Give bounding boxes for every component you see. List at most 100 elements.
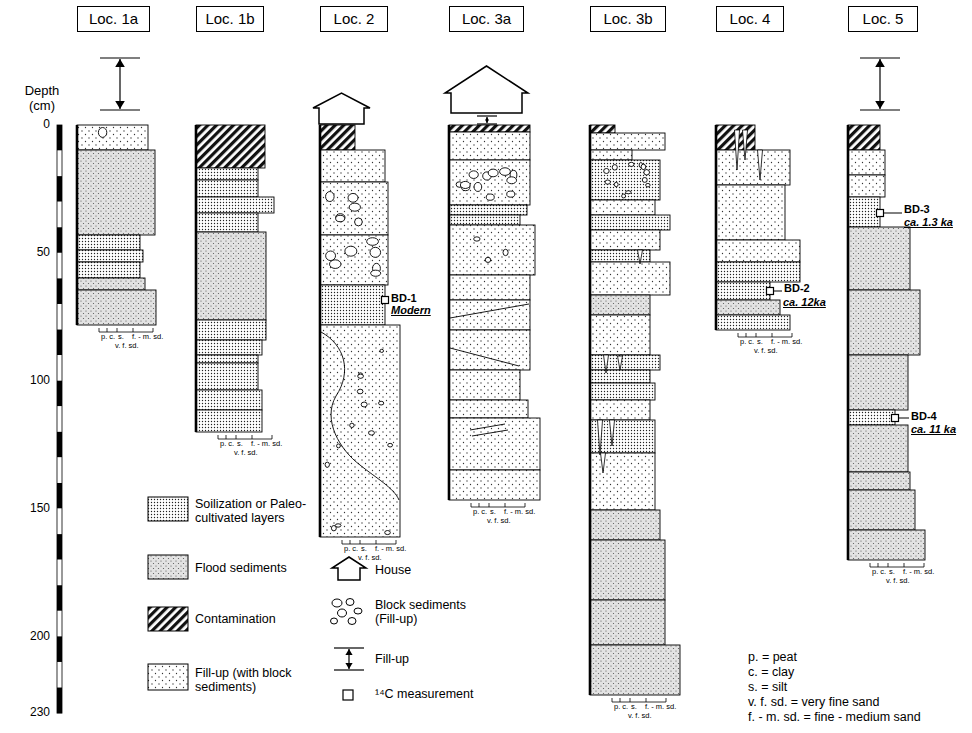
- location-name: Loc. 4: [724, 10, 776, 28]
- block-clast: [367, 238, 379, 246]
- block-clast: [336, 214, 345, 221]
- grain-scale-label: p. c.: [614, 703, 628, 712]
- legend-text: Soilization or Paleo-cultivated layers: [195, 497, 317, 526]
- legend-text: Contamination: [195, 612, 317, 626]
- block-layer: [320, 182, 388, 235]
- block-clast: [500, 168, 511, 176]
- axis-title: Depth (cm): [18, 84, 66, 114]
- column-edge: [589, 125, 592, 695]
- block-clast: [474, 237, 480, 241]
- location-name: Loc. 5: [856, 10, 910, 28]
- location-box: Loc. 3b: [590, 6, 666, 32]
- block-clast: [98, 128, 106, 138]
- block-clast: [326, 192, 335, 202]
- contamination-layer: [320, 125, 355, 150]
- fill-up-symbol: [100, 58, 140, 110]
- flood-layer: [77, 150, 155, 235]
- house-symbol: [445, 66, 528, 113]
- column-edge: [715, 125, 718, 330]
- fill-up-symbol: [334, 648, 364, 670]
- legend-samples: [148, 497, 366, 700]
- block-clast: [349, 203, 360, 211]
- grain-scale: [99, 328, 153, 332]
- grain-scale-label: v. f. sd.: [487, 517, 511, 526]
- fill-layer: [449, 400, 528, 418]
- sample-age: ca. 12ka: [783, 296, 826, 309]
- crack-wedge: [610, 420, 615, 446]
- legend-swatch: [343, 690, 353, 700]
- legend-text: Fill-up: [375, 652, 485, 666]
- soil-layer: [196, 363, 258, 390]
- crack-wedge: [638, 250, 643, 264]
- block-clast: [369, 431, 375, 435]
- fill-up-symbol: [477, 116, 497, 124]
- block-clast: [629, 162, 634, 166]
- soil-layer: [590, 383, 655, 400]
- soil-layer: [196, 390, 262, 410]
- block-clast: [641, 164, 646, 169]
- block-clast: [486, 194, 494, 200]
- soil-layer: [590, 355, 660, 370]
- block-clast: [503, 249, 508, 255]
- legend-text: Flood sediments: [195, 561, 317, 575]
- sample-age: Modern: [391, 304, 431, 317]
- soil-layer: [590, 370, 650, 383]
- legend-swatch: [331, 599, 363, 625]
- grain-scale-label: f. - m. sd.: [504, 508, 535, 517]
- fill-layer: [590, 200, 655, 215]
- crack-wedge: [604, 355, 609, 373]
- block-clast: [337, 444, 341, 448]
- location-name: Loc. 1a: [85, 10, 142, 28]
- crack-wedge: [735, 130, 740, 170]
- soil-layer: [196, 168, 258, 180]
- grain-scale-label: s.: [118, 333, 124, 342]
- boundary-line: [450, 304, 529, 318]
- boundary-line: [450, 348, 519, 366]
- depth-value: 100: [30, 374, 50, 388]
- flood-layer: [716, 300, 780, 315]
- sample-id: BD-3: [904, 203, 930, 216]
- block-clast: [474, 182, 482, 191]
- block-layer: [320, 235, 388, 285]
- fill-layer: [590, 262, 670, 295]
- abbreviation-note: s. = silt: [748, 680, 787, 694]
- location-box: Loc. 4: [716, 6, 784, 32]
- grain-scale-label: s.: [757, 338, 763, 347]
- abbreviation-note: f. - m. sd. = fine - medium sand: [748, 710, 921, 724]
- block-clast: [345, 246, 357, 256]
- block-clast: [357, 389, 363, 394]
- block-clast: [604, 169, 610, 174]
- soil-layer: [716, 282, 770, 300]
- block-clast: [330, 260, 341, 269]
- grain-scale-label: f. - m. sd.: [903, 568, 934, 577]
- strat-column: [590, 125, 680, 702]
- crack-wedge: [758, 150, 763, 180]
- strat-column: [196, 125, 274, 439]
- block-clast: [485, 257, 490, 262]
- fill-layer: [449, 418, 540, 470]
- grain-scale-label: s.: [631, 703, 637, 712]
- legend-swatch: [148, 607, 188, 631]
- c14-sample: [382, 297, 389, 304]
- soil-layer: [196, 355, 258, 363]
- grain-scale-label: v. f. sd.: [234, 449, 258, 458]
- block-clast: [370, 247, 381, 257]
- fill-layer: [590, 230, 660, 250]
- block-clast: [358, 374, 364, 378]
- legend-swatch: [148, 497, 188, 521]
- contamination-layer: [196, 125, 265, 168]
- flood-layer: [77, 290, 156, 325]
- grain-scale-label: v. f. sd.: [886, 577, 910, 586]
- fill-layer: [449, 370, 520, 400]
- soil-layer: [716, 262, 800, 282]
- block-clast: [358, 373, 363, 378]
- sample-markers: [382, 210, 910, 422]
- grain-scale-label: v. f. sd.: [358, 554, 382, 563]
- block-clast: [350, 423, 354, 427]
- flood-layer: [590, 295, 650, 315]
- block-clast: [380, 349, 384, 352]
- columns: [77, 125, 925, 702]
- flood-layer: [848, 425, 908, 472]
- grain-scale-label: s.: [237, 440, 243, 449]
